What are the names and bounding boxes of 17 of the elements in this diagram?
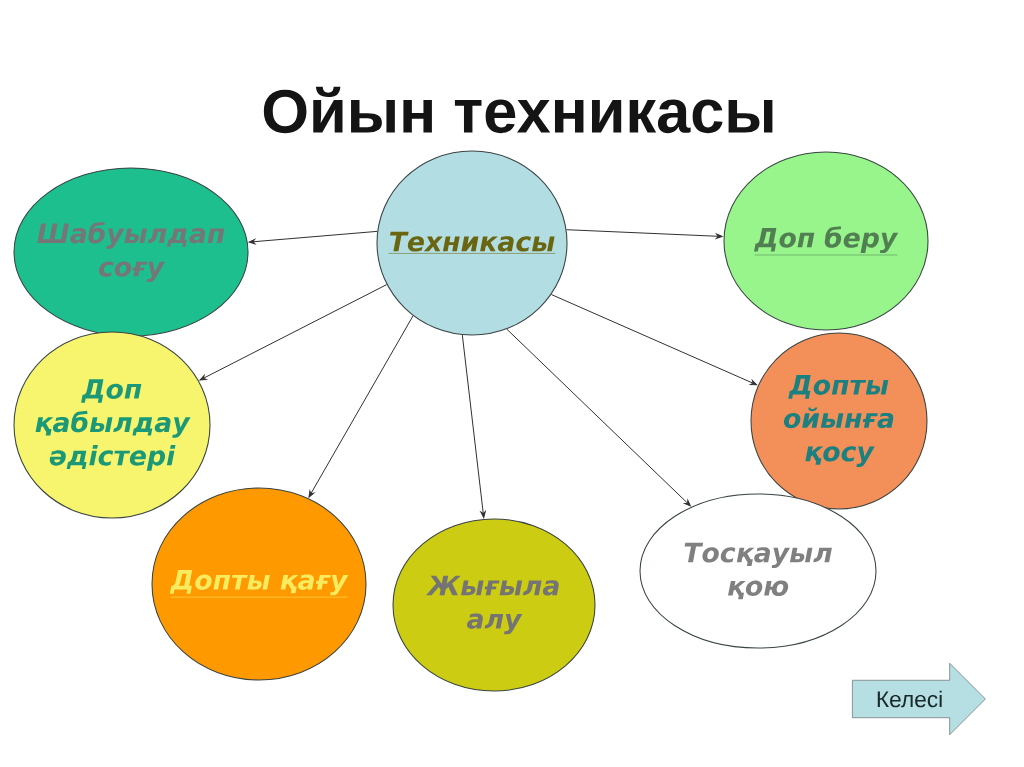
ellipse-node: Техникасы — [376, 150, 568, 336]
arrow — [506, 328, 691, 507]
arrow — [248, 230, 378, 245]
arrow — [308, 315, 414, 498]
arrow — [566, 229, 723, 239]
ellipse-node: Допты қағу — [151, 487, 367, 681]
title: Ойын техникасы — [263, 86, 773, 134]
ellipse-node: Шабуылдап соғу — [13, 167, 249, 337]
next-arrow-button: Келесі — [852, 662, 986, 736]
ellipse-node: Доп қабылдау әдістері — [13, 331, 211, 519]
arrow — [461, 334, 486, 518]
ellipse-node: Жығыла алу — [392, 518, 596, 692]
ellipse-node: Доп беру — [723, 151, 929, 331]
arrow — [550, 294, 758, 386]
ellipse-node: Допты ойынға қосу — [750, 332, 928, 510]
ellipse-node: Тосқауыл қою — [639, 493, 877, 649]
arrow — [199, 284, 388, 381]
